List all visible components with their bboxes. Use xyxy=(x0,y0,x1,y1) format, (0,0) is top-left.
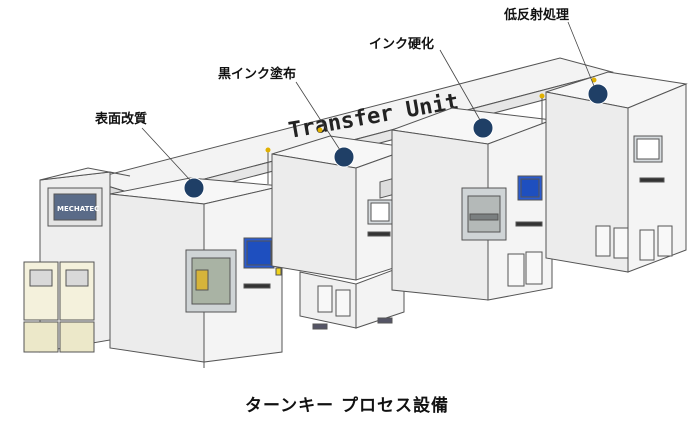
label-ink-cure: インク硬化 xyxy=(369,37,435,52)
figure-caption: ターンキー プロセス設備 xyxy=(244,396,450,416)
label-low-reflection: 低反射処理 xyxy=(504,8,570,23)
machine-ink-curing xyxy=(391,93,553,301)
marker-black-ink xyxy=(333,146,355,168)
loader-unit: MECHATEC xyxy=(23,167,131,353)
label-surface-modification: 表面改質 xyxy=(95,112,148,127)
brand-logo-loader: MECHATEC xyxy=(57,205,99,213)
leader-lines xyxy=(141,21,595,181)
marker-low-reflect xyxy=(587,83,609,105)
machine-surface-modification xyxy=(109,177,283,368)
machine-low-reflection xyxy=(545,71,688,273)
marker-ink-cure xyxy=(472,117,494,139)
label-black-ink: 黒インク塗布 xyxy=(218,67,297,82)
marker-surface xyxy=(183,177,205,199)
